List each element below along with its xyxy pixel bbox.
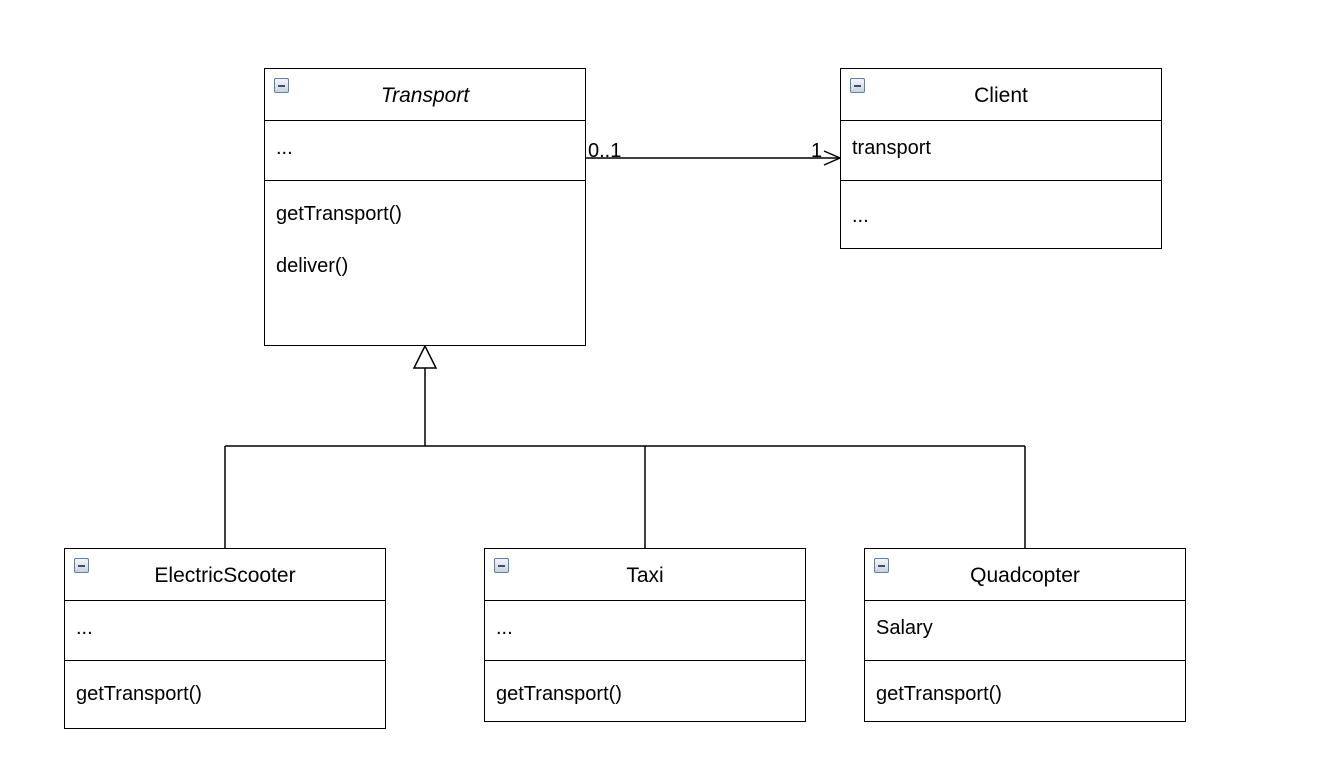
class-taxi[interactable]: Taxi ... getTransport()	[484, 548, 806, 722]
attributes-section: ...	[265, 121, 585, 181]
attributes-section: ...	[65, 601, 385, 661]
class-electricscooter[interactable]: ElectricScooter ... getTransport()	[64, 548, 386, 729]
class-name: Quadcopter	[970, 564, 1080, 587]
inheritance-triangle	[412, 344, 438, 369]
class-name: Client	[974, 84, 1028, 107]
operations-section: getTransport()	[865, 661, 1185, 707]
operation-item: deliver()	[276, 255, 349, 277]
attributes-section: ...	[485, 601, 805, 661]
class-name: Transport	[380, 84, 470, 107]
operation-item: ...	[852, 205, 869, 227]
class-name: Taxi	[626, 564, 664, 587]
operation-item: getTransport()	[876, 683, 1002, 705]
class-client[interactable]: Client transport ...	[840, 68, 1162, 249]
class-name: ElectricScooter	[154, 564, 296, 587]
attributes-section: transport	[841, 121, 1161, 181]
multiplicity-target-label: 1	[811, 140, 823, 162]
attribute-item: transport	[852, 137, 931, 159]
collapse-icon[interactable]	[874, 558, 889, 573]
attribute-item: ...	[496, 617, 513, 639]
class-transport[interactable]: Transport ... getTransport() deliver()	[264, 68, 586, 346]
class-header[interactable]: ElectricScooter	[65, 549, 385, 601]
operations-section: getTransport()	[65, 661, 385, 707]
collapse-icon[interactable]	[74, 558, 89, 573]
operation-item: getTransport()	[276, 203, 402, 225]
collapse-icon[interactable]	[494, 558, 509, 573]
multiplicity-source-label: 0..1	[588, 140, 622, 162]
class-header[interactable]: Quadcopter	[865, 549, 1185, 601]
operation-item: getTransport()	[76, 683, 202, 705]
operations-section: ...	[841, 181, 1161, 229]
operations-section: getTransport() deliver()	[265, 181, 585, 279]
collapse-icon[interactable]	[850, 78, 865, 93]
class-header[interactable]: Client	[841, 69, 1161, 121]
class-header[interactable]: Taxi	[485, 549, 805, 601]
operation-item: getTransport()	[496, 683, 622, 705]
attribute-item: ...	[76, 617, 93, 639]
attribute-item: ...	[276, 137, 293, 159]
class-header[interactable]: Transport	[265, 69, 585, 121]
attribute-item: Salary	[876, 617, 933, 639]
attributes-section: Salary	[865, 601, 1185, 661]
operations-section: getTransport()	[485, 661, 805, 707]
class-quadcopter[interactable]: Quadcopter Salary getTransport()	[864, 548, 1186, 722]
collapse-icon[interactable]	[274, 78, 289, 93]
